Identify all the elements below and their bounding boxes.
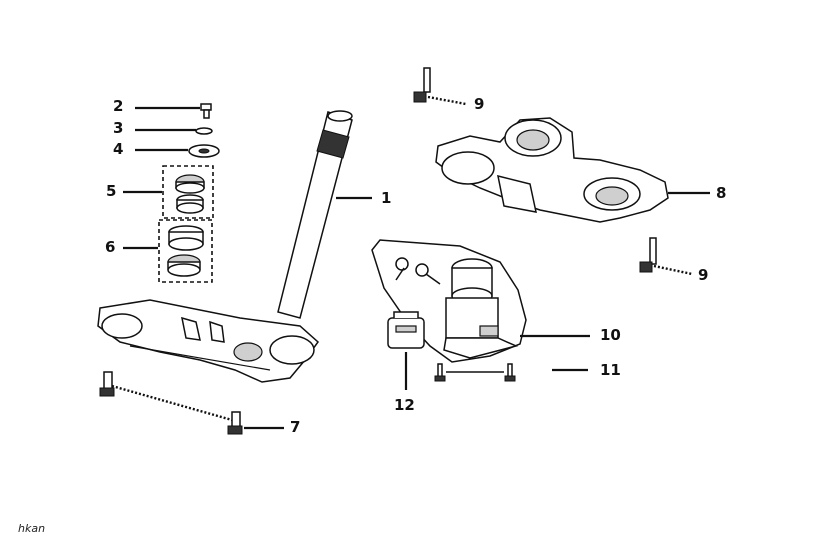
callout-3: 3 — [113, 119, 124, 137]
callout-10: 10 — [600, 326, 621, 344]
callout-8: 8 — [716, 184, 727, 202]
callout-11: 11 — [600, 361, 621, 379]
callout-4: 4 — [113, 140, 124, 158]
callout-1: 1 — [381, 189, 392, 207]
watermark: hkan — [18, 522, 46, 535]
part-3-washer — [135, 127, 213, 135]
callout-7: 7 — [290, 418, 301, 436]
callout-12: 12 — [394, 396, 415, 414]
callout-2: 2 — [113, 97, 124, 115]
callout-6: 6 — [105, 238, 116, 256]
part-4-flat-washer — [135, 144, 220, 158]
part-10-ignition-switch — [371, 239, 590, 363]
callout-9-lower: 9 — [698, 266, 709, 284]
part-9-bolt-lower — [639, 237, 693, 276]
part-11-screws — [434, 363, 588, 382]
part-9-bolt-top — [413, 67, 467, 106]
part-6-lower-bearing — [123, 219, 213, 283]
callout-9-top: 9 — [474, 95, 485, 113]
part-8-upper-bracket — [435, 117, 710, 223]
callout-5: 5 — [106, 182, 117, 200]
part-1-steering-stem — [97, 110, 372, 383]
part-2-bolt — [135, 103, 212, 119]
part-12-cap — [387, 311, 425, 390]
part-7-bolts — [99, 371, 284, 435]
part-5-upper-bearing — [123, 165, 214, 219]
